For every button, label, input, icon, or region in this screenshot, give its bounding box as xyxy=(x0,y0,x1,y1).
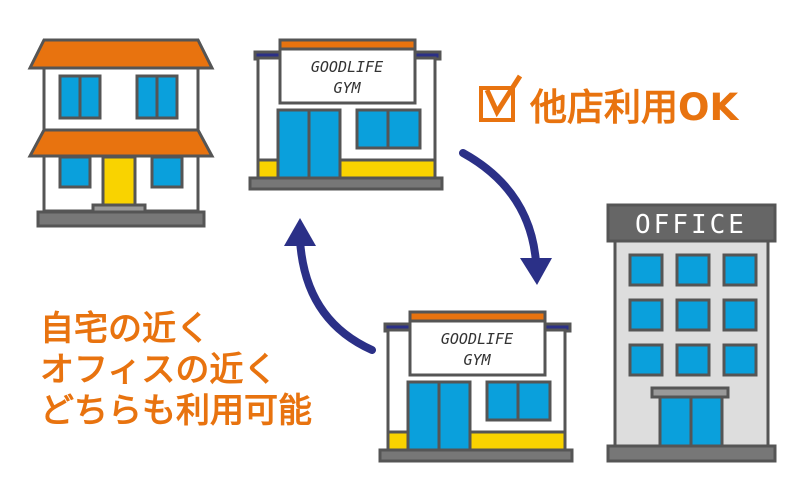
office-sign: OFFICE xyxy=(635,210,747,240)
gym-sign-line: GOODLIFE xyxy=(311,58,383,76)
caption-line: どちらも利用可能 xyxy=(40,391,312,431)
caption-line: オフィスの近く xyxy=(40,350,277,390)
gym-sign-line: GOODLIFE xyxy=(441,330,513,348)
gym-building-icon: GOODLIFE GYM xyxy=(378,310,574,463)
arrow-down-icon xyxy=(459,149,552,285)
headline-text: 他店利用OK xyxy=(529,86,739,129)
gym-sign-line: GYM xyxy=(463,351,491,369)
caption-line: 自宅の近く xyxy=(40,309,210,349)
house-icon xyxy=(27,38,215,228)
arrow-up-icon xyxy=(284,218,376,354)
gym-sign-line: GYM xyxy=(333,79,361,97)
gym-building-icon: GOODLIFE GYM xyxy=(248,38,444,191)
checkbox-check-icon xyxy=(479,74,523,122)
office-building-icon xyxy=(606,203,777,463)
